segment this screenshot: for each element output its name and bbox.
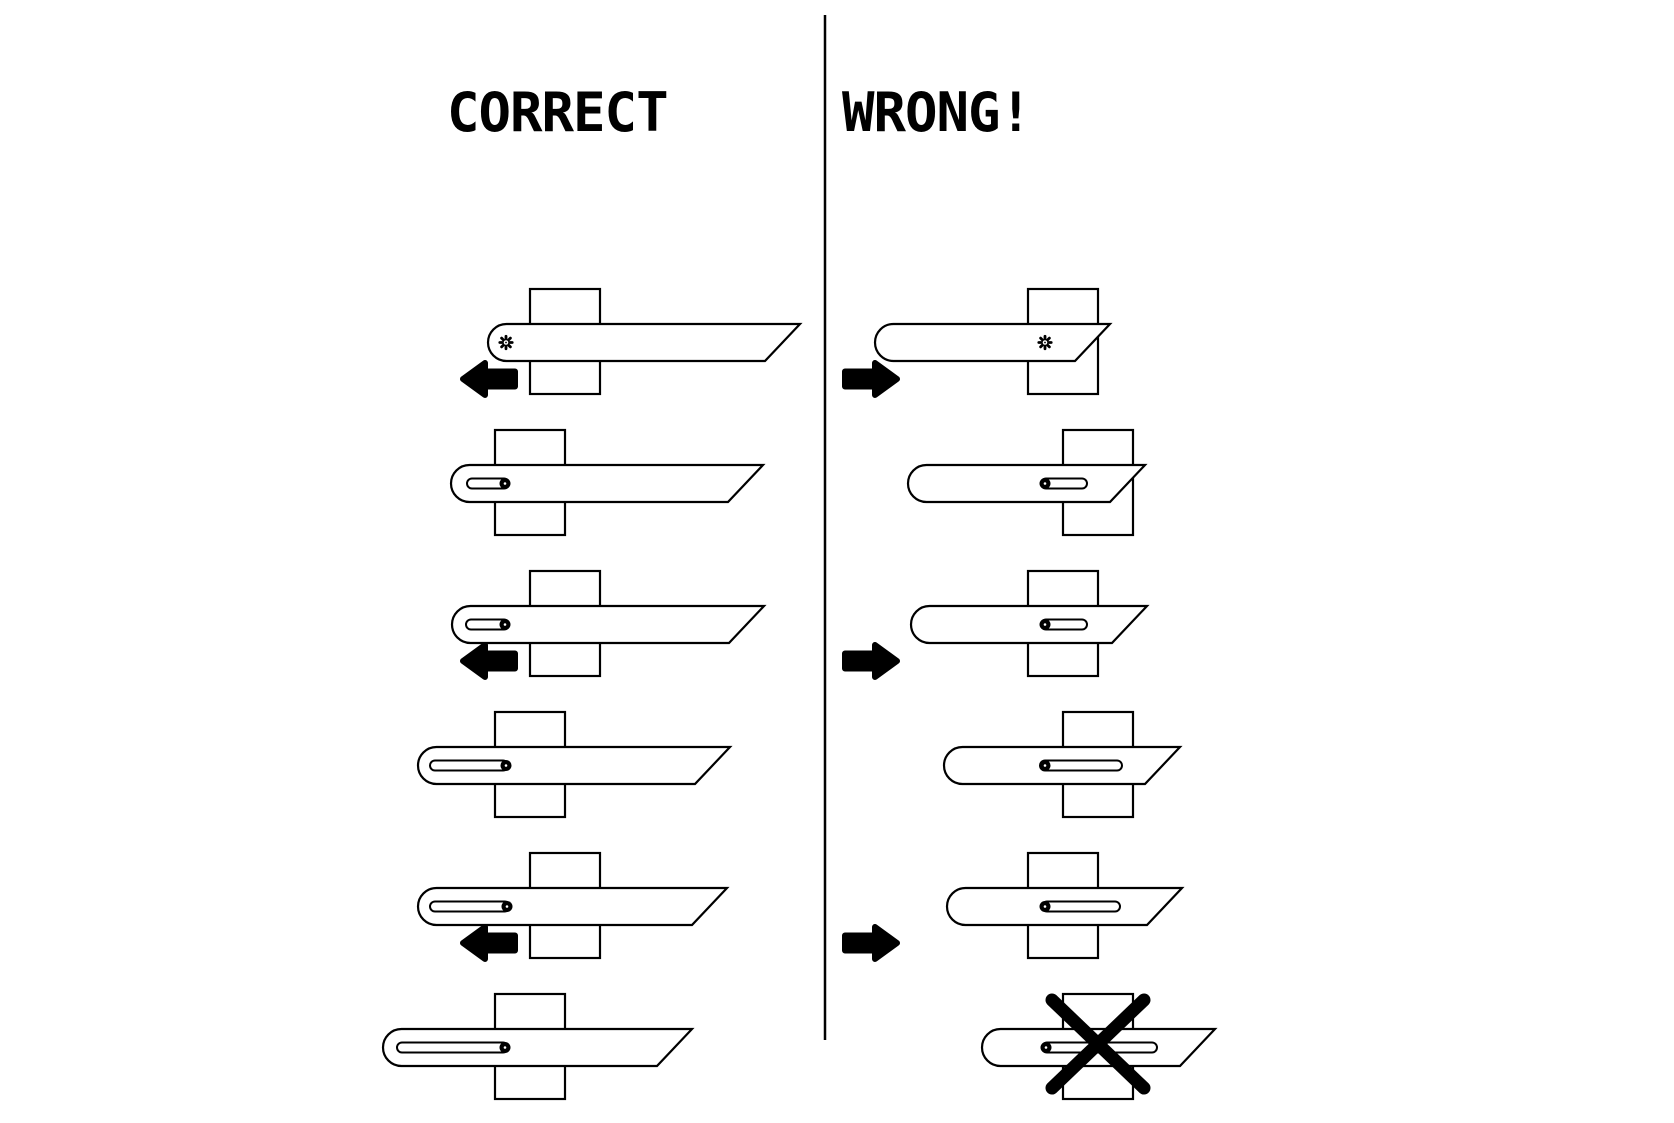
slide-bar: [873, 322, 1113, 363]
correct-panel-title: CORRECT: [447, 81, 669, 144]
figure-correct-3: [450, 569, 767, 680]
rivet-asterisk: [498, 334, 514, 351]
asterisk-center-dot: [1044, 341, 1046, 344]
figure-wrong-2: [906, 428, 1148, 537]
rivet-dot-highlight: [1044, 1046, 1048, 1049]
figure-wrong-1: [842, 287, 1113, 398]
slot: [1041, 900, 1121, 913]
figure-correct-5: [416, 851, 730, 962]
figure-wrong-3: [842, 569, 1150, 680]
slide-bar: [381, 1027, 695, 1068]
slide-bar: [416, 886, 730, 927]
left-arrow-icon: [460, 642, 518, 680]
slide-bar: [416, 745, 733, 786]
figure-correct-2: [449, 428, 766, 537]
figure-correct-6: [381, 992, 695, 1101]
rivet-dot-highlight: [1043, 764, 1047, 767]
figure-wrong-6: [980, 992, 1218, 1101]
figure-wrong-5: [842, 851, 1185, 962]
right-arrow-icon: [842, 924, 900, 962]
rivet-asterisk: [1037, 334, 1053, 351]
slot: [429, 759, 509, 772]
rivet-dot-highlight: [503, 482, 507, 485]
figure-correct-1: [460, 287, 803, 398]
rivet-dot-highlight: [504, 764, 508, 767]
cross-stroke: [1045, 993, 1151, 1095]
asterisk-center-dot: [505, 341, 507, 344]
right-arrow-icon: [842, 360, 900, 398]
figure-wrong-4: [942, 710, 1183, 819]
figure-correct-4: [416, 710, 733, 819]
wrong-panel-title: WRONG!: [842, 81, 1032, 144]
cross-out-mark: [1045, 993, 1151, 1095]
slide-bar: [906, 463, 1148, 504]
rivet-dot-highlight: [1043, 623, 1047, 626]
rivet-dot-highlight: [1043, 905, 1047, 908]
rivet-dot-highlight: [503, 623, 507, 626]
slot: [396, 1041, 509, 1054]
slot: [1039, 759, 1123, 772]
left-arrow-icon: [460, 360, 518, 398]
slide-bar: [449, 463, 766, 504]
slide-bar: [450, 604, 767, 645]
rivet-dot-highlight: [505, 905, 509, 908]
left-arrow-icon: [460, 924, 518, 962]
right-arrow-icon: [842, 642, 900, 680]
rivet-dot-highlight: [503, 1046, 507, 1049]
slide-bar: [909, 604, 1150, 645]
rivet-dot-highlight: [1043, 482, 1047, 485]
slide-bar: [486, 322, 803, 363]
slot: [429, 900, 511, 913]
